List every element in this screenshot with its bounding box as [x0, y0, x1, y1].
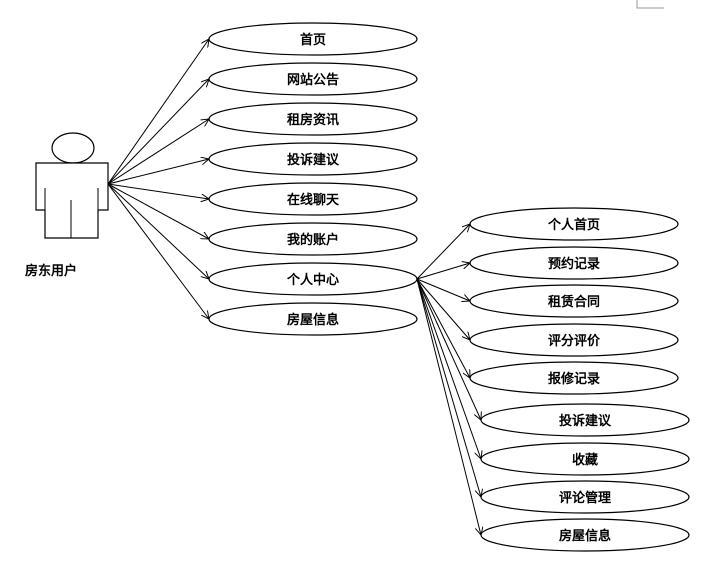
actor-label: 房东用户 — [25, 263, 77, 279]
sub-use-case-ellipse — [480, 403, 690, 437]
actor-to-usecase-line — [107, 183, 209, 239]
sub-use-case-ellipse — [469, 207, 679, 241]
sub-use-case-label: 评分评价 — [548, 333, 601, 349]
actor-head — [51, 132, 95, 164]
use-case-ellipse — [208, 62, 418, 96]
actor-figure — [35, 132, 109, 239]
hub-to-subcase-line — [416, 278, 481, 497]
sub-use-case-label: 租赁合同 — [548, 294, 600, 310]
use-case-label: 我的账户 — [287, 232, 339, 248]
actor-to-usecase-line — [107, 79, 209, 185]
hub-to-subcase-line — [416, 278, 481, 420]
use-case-label: 网站公告 — [287, 72, 339, 88]
sub-use-case-ellipse — [480, 442, 690, 476]
hub-to-subcase-line — [416, 278, 481, 535]
actor-to-usecase-line — [107, 159, 209, 185]
sub-use-case-label: 报修记录 — [548, 371, 600, 387]
hub-to-subcase-line — [416, 224, 470, 280]
sub-use-case-label: 预约记录 — [548, 256, 600, 272]
use-case-label: 首页 — [300, 32, 326, 48]
actor-to-usecase-line — [107, 183, 209, 279]
actor-to-usecase-line — [107, 39, 209, 185]
use-case-label: 在线聊天 — [287, 192, 340, 208]
hub-to-subcase-line — [416, 278, 470, 378]
use-case-ellipse — [208, 182, 418, 216]
use-case-ellipse — [208, 222, 418, 256]
sub-use-case-ellipse — [480, 480, 690, 514]
use-case-ellipse — [208, 302, 418, 336]
use-case-ellipse — [208, 262, 418, 296]
sub-use-case-ellipse — [469, 246, 679, 280]
hub-to-subcase-line — [416, 278, 481, 459]
sub-use-case-label: 投诉建议 — [559, 413, 612, 429]
actor-to-usecase-line — [107, 183, 209, 199]
hub-to-subcase-line — [416, 263, 470, 280]
sub-use-case-label: 个人首页 — [547, 217, 600, 233]
hub-to-subcase-line — [416, 278, 470, 301]
use-case-ellipse — [208, 142, 418, 176]
sub-use-case-label: 收藏 — [572, 452, 598, 468]
sub-use-case-ellipse — [469, 361, 679, 395]
association-lines — [107, 39, 481, 535]
use-case-ellipse — [208, 102, 418, 136]
actor-to-usecase-line — [107, 119, 209, 185]
sub-use-case-ellipse — [469, 323, 679, 357]
actor-to-usecase-line — [107, 183, 209, 319]
sub-use-case-ellipse — [469, 284, 679, 318]
use-case-label: 投诉建议 — [287, 152, 340, 168]
use-case-label: 个人中心 — [286, 272, 339, 288]
use-case-ellipse — [208, 22, 418, 56]
sub-use-case-label: 房屋信息 — [559, 528, 611, 544]
use-case-label: 房屋信息 — [287, 312, 339, 328]
sub-use-case-ellipse — [480, 518, 690, 552]
hub-to-subcase-line — [416, 278, 470, 340]
actor-body — [35, 162, 109, 239]
use-case-label: 租房资讯 — [287, 112, 339, 128]
sub-use-case-label: 评论管理 — [559, 490, 611, 506]
corner-mark — [636, 0, 664, 9]
